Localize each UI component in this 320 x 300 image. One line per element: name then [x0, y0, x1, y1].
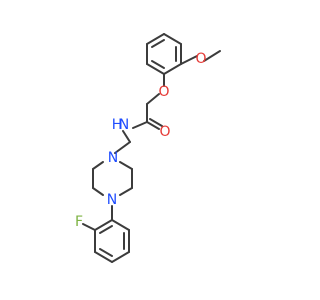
- bond: [163, 33, 182, 45]
- bond: [94, 219, 113, 231]
- bond: [180, 55, 198, 65]
- bond: [119, 161, 133, 170]
- bond: [203, 50, 221, 62]
- aromatic-inner-bond: [99, 248, 113, 257]
- methoxy-group: [180, 50, 221, 65]
- fluorophenyl-ring: [82, 205, 130, 263]
- bond: [111, 219, 130, 231]
- bond: [149, 118, 163, 127]
- bond: [146, 93, 160, 105]
- bond: [82, 223, 96, 231]
- methoxyphenyl-ring: [146, 33, 182, 75]
- atom-o-carbonyl: O: [159, 124, 170, 140]
- bond: [94, 251, 113, 263]
- piperazine-ring: [92, 161, 133, 196]
- atom-n-amide: N: [119, 117, 129, 133]
- bond: [92, 161, 104, 170]
- bond: [111, 251, 130, 263]
- bond: [163, 63, 182, 75]
- atom-h-amide: H: [112, 117, 123, 133]
- atom-fluorine: F: [75, 214, 83, 230]
- atom-o-ether: O: [158, 84, 169, 100]
- ethyl-chain: [114, 130, 131, 154]
- molecule-structure-diagram: O O O N H N N F: [75, 33, 221, 263]
- bond: [119, 187, 133, 196]
- bond: [114, 141, 131, 154]
- atom-n-piperazine-upper: N: [108, 150, 118, 166]
- bond: [122, 130, 131, 143]
- bond: [146, 63, 165, 75]
- atom-n-piperazine-lower: N: [107, 192, 117, 208]
- atom-o-methoxy: O: [195, 51, 206, 67]
- acetamide-linker: [132, 73, 165, 130]
- aromatic-inner-bond: [151, 60, 165, 69]
- aromatic-inner-bond: [99, 225, 113, 234]
- bond: [146, 121, 160, 130]
- atom-labels: O O O N H N N F: [75, 51, 207, 230]
- bond: [146, 33, 165, 45]
- bond: [132, 121, 148, 129]
- bond: [92, 187, 104, 196]
- structure-canvas: O O O N H N N F: [74, 33, 221, 263]
- aromatic-inner-bond: [151, 39, 165, 48]
